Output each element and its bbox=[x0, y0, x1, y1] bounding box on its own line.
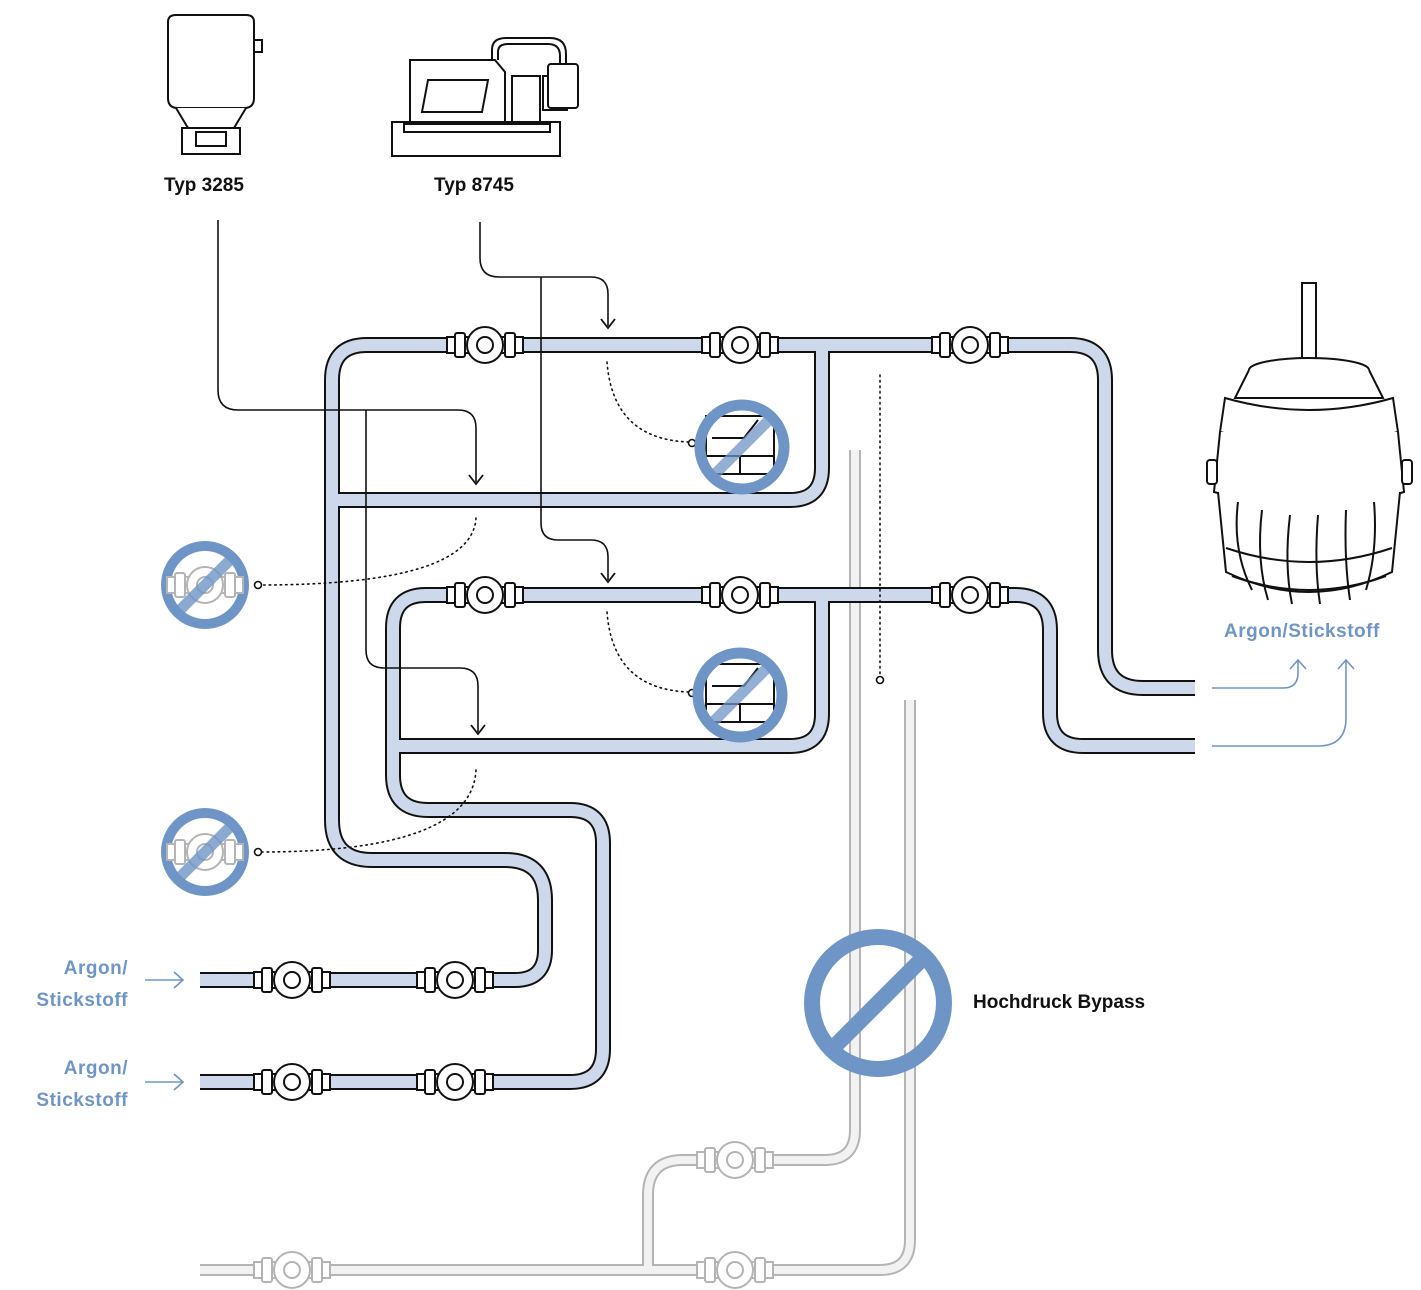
ball-valve-icon bbox=[446, 576, 524, 614]
bypass-pipes bbox=[200, 450, 916, 1276]
vacuum-furnace-icon bbox=[1206, 282, 1413, 605]
device-label-typ-8745: Typ 8745 bbox=[434, 175, 514, 196]
inlet-1-gas-label-line2: Stickstoff bbox=[36, 990, 128, 1011]
ball-valve-icon bbox=[931, 576, 1009, 614]
valve-crossed-1 bbox=[161, 541, 249, 629]
controller-crossed-1 bbox=[694, 399, 790, 495]
controller-crossed-2 bbox=[692, 647, 788, 743]
device-label-typ-3285: Typ 3285 bbox=[164, 175, 244, 196]
inlet-1-gas-label-line1: Argon/ bbox=[63, 958, 128, 979]
inlet-2-gas-label-line2: Stickstoff bbox=[36, 1090, 128, 1111]
main-pipes bbox=[200, 337, 1195, 1090]
prohibited-icon bbox=[692, 647, 788, 743]
signal-lines bbox=[217, 220, 609, 732]
dotted-links bbox=[259, 361, 881, 853]
ball-valve-icon bbox=[701, 576, 779, 614]
ball-valve-icon bbox=[253, 1063, 331, 1101]
valve-actuator-icon bbox=[167, 14, 263, 155]
ball-valve-icon bbox=[253, 961, 331, 999]
outlet-gas-label: Argon/Stickstoff bbox=[1224, 621, 1380, 642]
ball-valve-icon bbox=[701, 326, 779, 364]
flow-arrows bbox=[145, 658, 1355, 1091]
inlet-2-gas-label-line1: Argon/ bbox=[63, 1058, 128, 1079]
ball-valve-icon bbox=[446, 326, 524, 364]
ball-valve-icon bbox=[931, 326, 1009, 364]
valve-crossed-2 bbox=[161, 808, 249, 896]
bypass-prohibited-icon bbox=[804, 929, 952, 1077]
prohibited-icon bbox=[694, 399, 790, 495]
mass-flow-controller-icon bbox=[391, 37, 579, 157]
ball-valve-icon bbox=[416, 961, 494, 999]
bypass-label: Hochdruck Bypass bbox=[973, 992, 1146, 1013]
ball-valve-icon bbox=[416, 1063, 494, 1101]
